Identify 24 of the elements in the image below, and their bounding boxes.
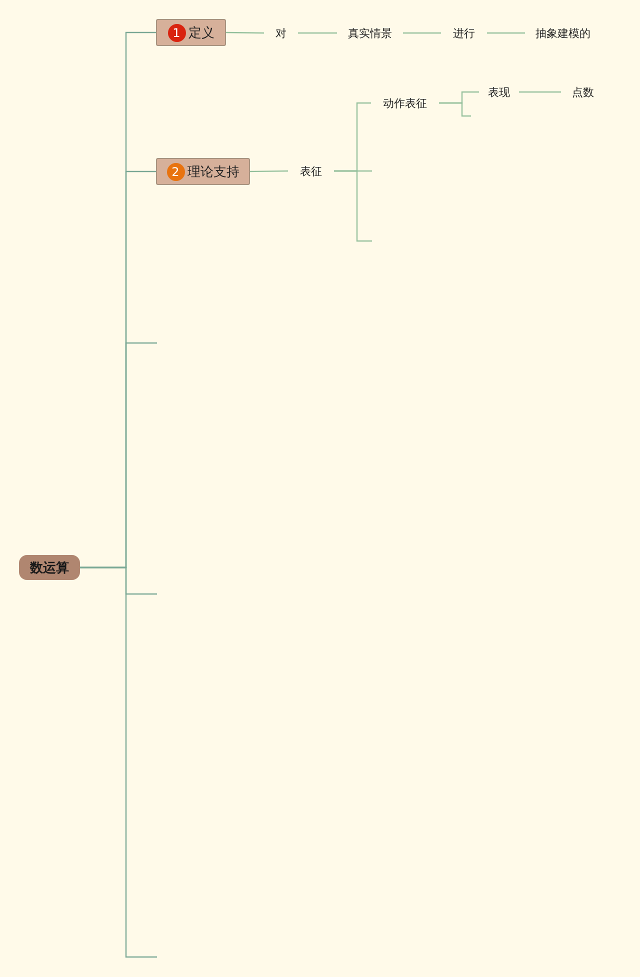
connector-line [334, 170, 372, 242]
topic-text: 表征 [288, 160, 334, 182]
topic-text: 点数 [561, 81, 605, 103]
connector-line [403, 32, 441, 34]
number-badge: 1 [168, 24, 186, 42]
topic-box [156, 158, 250, 185]
connector-line [439, 102, 471, 117]
topic-label: 理论支持 [188, 164, 240, 180]
topic-text: 动作表征 [371, 92, 439, 114]
topic-label: 定义 [188, 24, 214, 42]
topic-text: 进行 [441, 22, 487, 44]
topic-text: 真实情景 [337, 22, 403, 44]
number-badge: 2 [166, 162, 184, 180]
connector-line [226, 32, 264, 34]
topic-text: 表现 [479, 84, 519, 100]
topic-box [156, 19, 226, 46]
connector-line [250, 170, 288, 172]
connector-line [80, 566, 157, 958]
topic-text: 对 [264, 22, 298, 44]
connector-line [487, 32, 525, 34]
connector-line [519, 91, 561, 93]
root-topic-box: 数运算 [19, 555, 80, 580]
topic-text: 抽象建模的 [525, 22, 601, 44]
connector-line [298, 32, 337, 34]
